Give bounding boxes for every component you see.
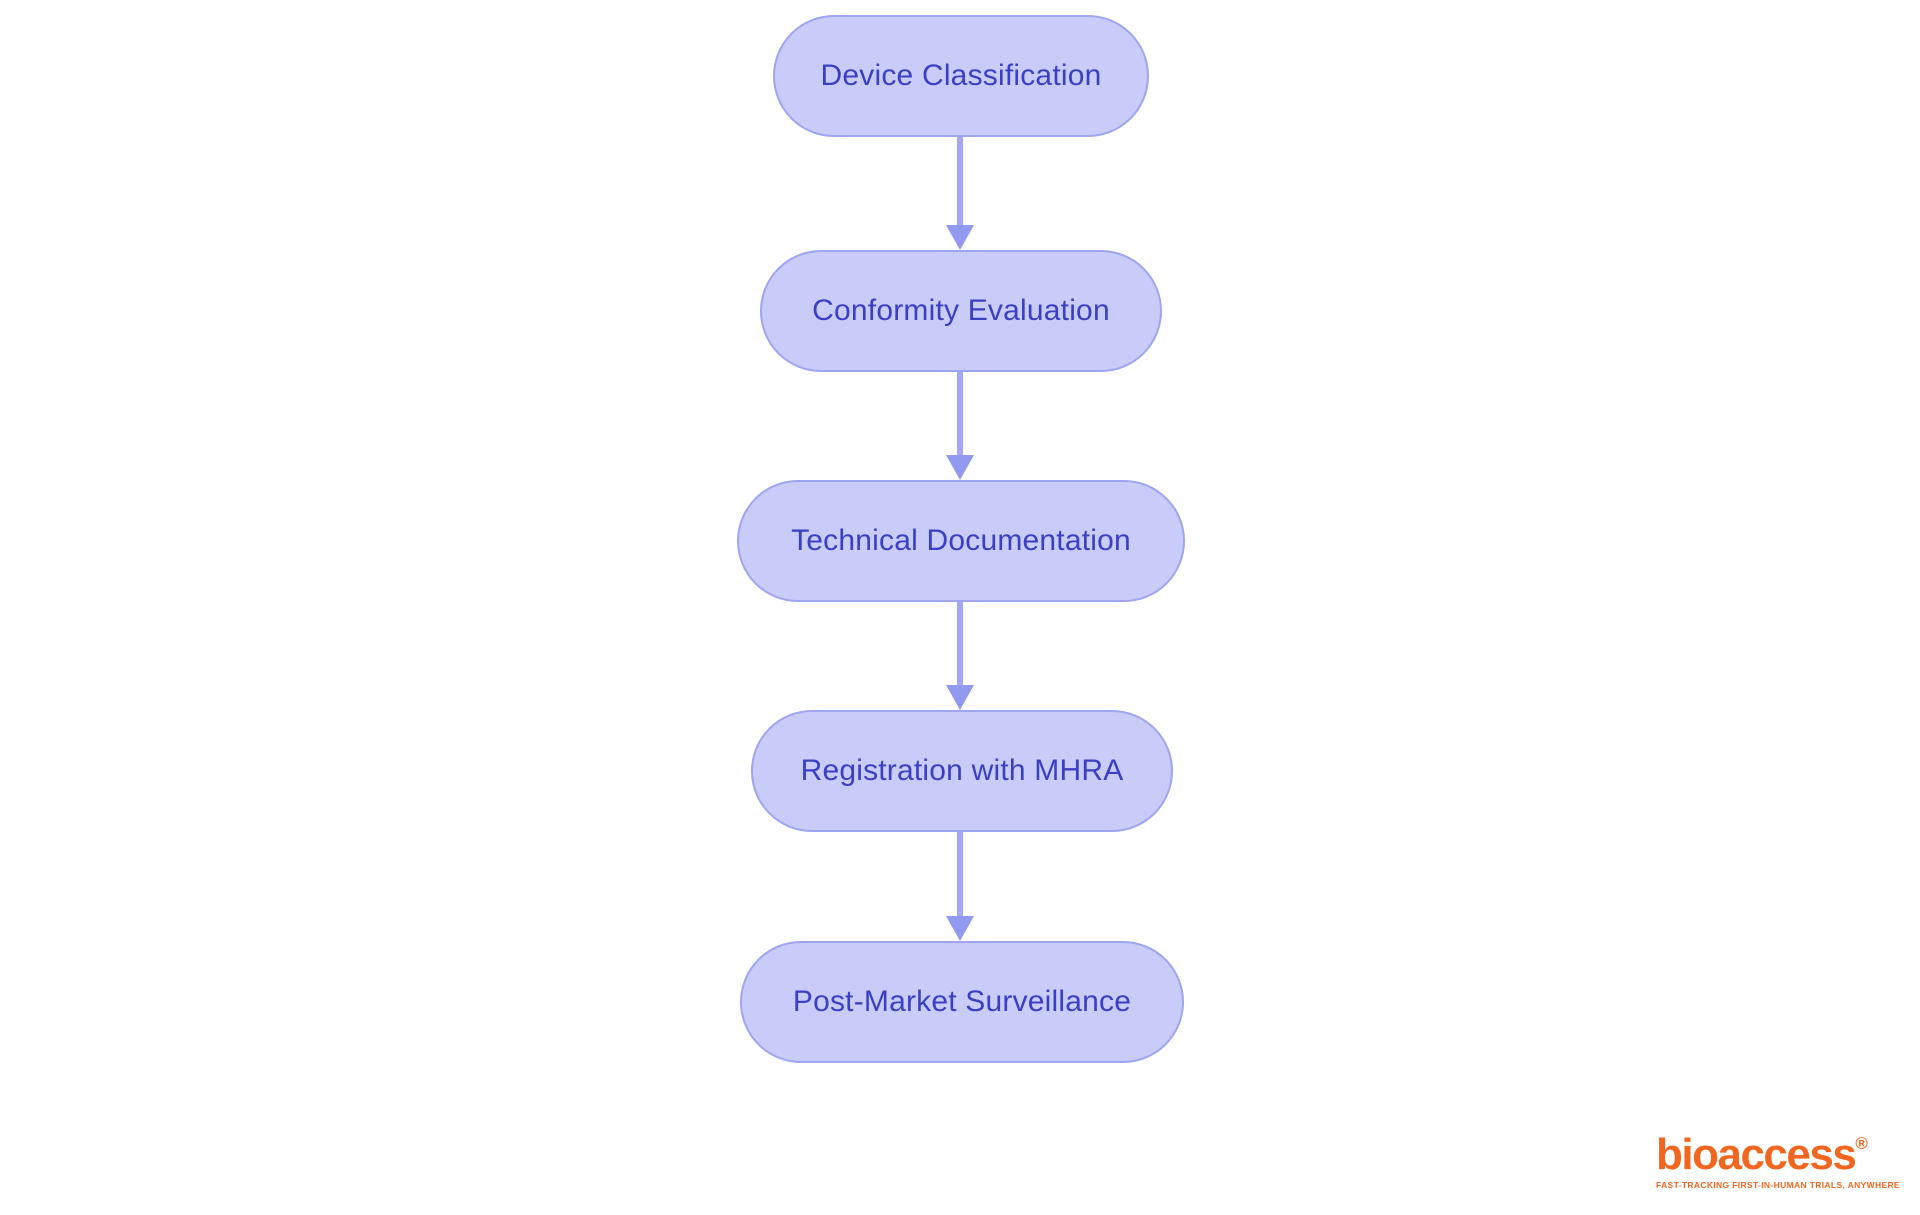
arrowhead-down-icon	[946, 685, 974, 710]
flow-node-technical-documentation: Technical Documentation	[737, 480, 1185, 602]
bioaccess-logo-wordmark: bioaccess®	[1656, 1122, 1886, 1177]
flow-node-label: Technical Documentation	[791, 524, 1131, 557]
flow-node-registration-with-mhra: Registration with MHRA	[751, 710, 1173, 832]
flow-node-device-classification: Device Classification	[773, 15, 1149, 137]
arrowhead-down-icon	[946, 455, 974, 480]
bioaccess-logo-tagline: FAST-TRACKING FIRST-IN-HUMAN TRIALS, ANY…	[1656, 1180, 1900, 1190]
flow-node-post-market-surveillance: Post-Market Surveillance	[740, 941, 1184, 1063]
registered-trademark-icon: ®	[1855, 1134, 1868, 1153]
flow-node-label: Device Classification	[820, 59, 1102, 92]
flow-node-label: Registration with MHRA	[800, 754, 1124, 787]
flow-node-label: Post-Market Surveillance	[792, 985, 1132, 1018]
arrow-shaft	[957, 372, 963, 459]
arrow-shaft	[957, 602, 963, 689]
logo-text: bioaccess	[1656, 1130, 1857, 1179]
flow-arrow-1	[946, 137, 974, 250]
flow-node-conformity-evaluation: Conformity Evaluation	[760, 250, 1162, 372]
arrow-shaft	[957, 137, 963, 229]
bioaccess-logo: bioaccess® FAST-TRACKING FIRST-IN-HUMAN …	[1656, 1122, 1900, 1191]
flow-arrow-3	[946, 602, 974, 710]
flow-arrow-4	[946, 832, 974, 941]
arrowhead-down-icon	[946, 225, 974, 250]
arrowhead-down-icon	[946, 916, 974, 941]
flow-node-label: Conformity Evaluation	[812, 294, 1110, 327]
arrow-shaft	[957, 832, 963, 920]
flow-arrow-2	[946, 372, 974, 480]
